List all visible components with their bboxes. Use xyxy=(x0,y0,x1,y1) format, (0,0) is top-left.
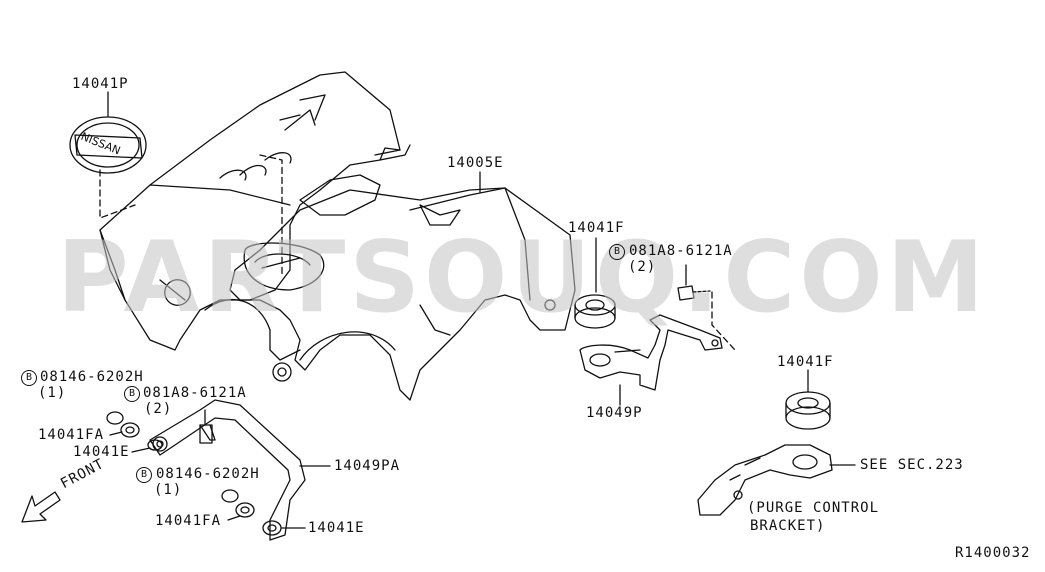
bolt-a-marker: B xyxy=(21,370,37,386)
bushing-upper xyxy=(106,411,140,438)
bolt-b-qty: (2) xyxy=(144,401,173,417)
bolt-b-marker: B xyxy=(124,386,140,402)
leader-14041FA-upper xyxy=(109,431,123,436)
label-14005E: 14005E xyxy=(447,155,504,171)
bolt-d-marker: B xyxy=(609,244,625,260)
label-14041FA-upper: 14041FA xyxy=(38,427,105,443)
grommet-upper xyxy=(574,294,616,329)
front-arrow-icon xyxy=(21,491,61,523)
bolt-a-number: 08146-6202H xyxy=(40,369,144,385)
label-14049P: 14049P xyxy=(586,405,643,421)
bolt-c-marker: B xyxy=(136,467,152,483)
engine-cover-front xyxy=(99,71,411,382)
engine-cover-rear xyxy=(229,187,576,401)
leader-14041E-upper xyxy=(131,447,151,453)
bracket-14049P xyxy=(579,314,723,391)
label-purge-line2: BRACKET) xyxy=(750,518,826,534)
bolt-a-qty: (1) xyxy=(38,385,67,401)
collar-upper xyxy=(147,439,163,451)
cover-dash-line xyxy=(259,154,283,276)
nissan-emblem: NISSAN xyxy=(69,116,147,174)
bolt-c-qty: (1) xyxy=(154,482,183,498)
bolt-upper xyxy=(677,285,736,351)
label-14041F-lower: 14041F xyxy=(777,354,834,370)
reference-code: R1400032 xyxy=(955,545,1031,561)
label-14041F-upper: 14041F xyxy=(568,220,625,236)
label-14041E-upper: 14041E xyxy=(73,444,130,460)
label-purge-line1: (PURGE CONTROL xyxy=(747,500,880,516)
bracket-14049PA xyxy=(149,399,306,541)
label-14041E-lower: 14041E xyxy=(308,520,365,536)
grommet-lower xyxy=(785,391,831,430)
leader-14041FA-lower xyxy=(227,515,241,521)
label-see-sec: SEE SEC.223 xyxy=(860,457,964,473)
bolt-d-qty: (2) xyxy=(628,259,657,275)
bolt-d-number: 081A8-6121A xyxy=(629,243,733,259)
bolt-c-number: 08146-6202H xyxy=(156,466,260,482)
label-14041FA-lower: 14041FA xyxy=(155,513,222,529)
emblem-dash-line xyxy=(99,169,136,219)
emblem-text: NISSAN xyxy=(79,130,122,158)
bolt-b-number: 081A8-6121A xyxy=(143,385,247,401)
label-14049PA: 14049PA xyxy=(334,458,401,474)
label-14041P: 14041P xyxy=(72,76,129,92)
purge-control-bracket xyxy=(697,444,833,516)
bushing-lower xyxy=(221,489,255,518)
collar-lower xyxy=(262,520,282,536)
